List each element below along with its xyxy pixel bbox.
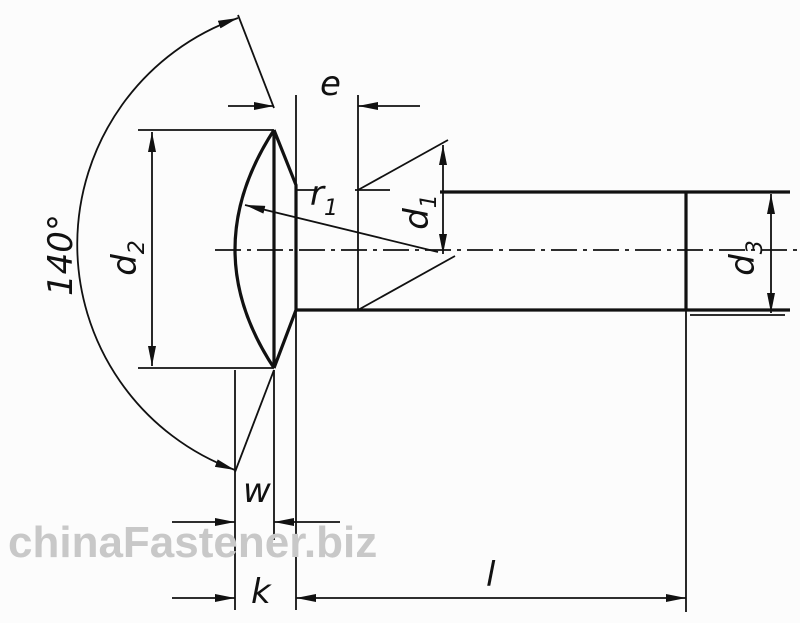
watermark: chinaFastener.biz xyxy=(8,518,377,567)
rivet-shank xyxy=(296,190,790,312)
d3-label-group: d3 xyxy=(723,240,768,276)
d2-subscript: 2 xyxy=(125,240,150,254)
d3-label: d xyxy=(723,254,763,276)
r1-label-group: r1 xyxy=(310,174,338,221)
k-label: k xyxy=(251,572,272,612)
r1-label: r xyxy=(310,174,326,214)
d1-subscript: 1 xyxy=(417,194,442,208)
dimension-lines xyxy=(76,14,785,612)
d2-label-group: d2 xyxy=(105,240,150,276)
d1-label: d xyxy=(397,208,437,230)
e-label: e xyxy=(320,64,341,104)
d3-subscript: 3 xyxy=(743,240,768,254)
countersink-lines xyxy=(296,95,456,311)
l-label: l xyxy=(486,555,496,595)
angle-label: 140° xyxy=(41,214,81,296)
rivet-head xyxy=(233,129,298,369)
d1-label-group: d1 xyxy=(397,194,442,230)
w-label: w xyxy=(243,471,271,511)
d2-label: d xyxy=(105,254,145,276)
r1-subscript: 1 xyxy=(324,196,338,221)
